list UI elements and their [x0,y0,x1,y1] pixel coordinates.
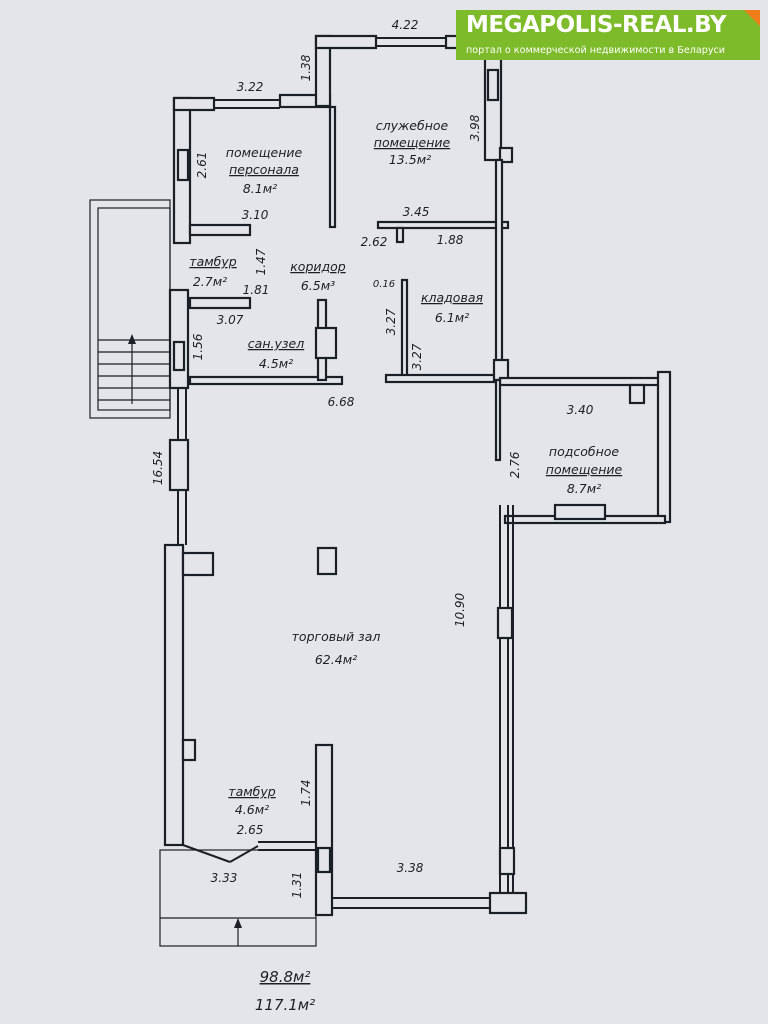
room-utility: подсобное помещение 8.7м² [546,444,623,496]
svg-text:1.56: 1.56 [191,333,205,360]
svg-text:16.54: 16.54 [151,451,165,485]
svg-text:подсобное: подсобное [549,444,620,459]
arrow-up-icon [128,334,136,344]
room-staff: помещение персонала 8.1м² [226,145,303,196]
svg-text:2.76: 2.76 [508,451,522,478]
svg-text:117.1м²: 117.1м² [255,996,315,1014]
svg-text:1.74: 1.74 [299,780,313,807]
svg-text:помещение: помещение [374,135,451,150]
room-vestibule-bottom: тамбур 4.6м² [228,784,275,817]
watermark-banner: MEGAPOLIS-REAL.BY портал о коммерческой … [456,10,760,60]
room-wc: сан.узел 4.5м² [248,336,304,371]
svg-text:коридор: коридор [290,259,346,274]
corner-fold-icon [744,10,760,26]
svg-text:1.88: 1.88 [437,233,464,247]
svg-text:3.40: 3.40 [567,403,594,417]
svg-text:2.61: 2.61 [195,152,209,179]
svg-text:3.22: 3.22 [237,80,264,94]
svg-text:13.5м²: 13.5м² [389,152,431,167]
watermark-subtitle: портал о коммерческой недвижимости в Бел… [466,45,726,56]
svg-text:3.33: 3.33 [211,871,238,885]
svg-text:6.1м²: 6.1м² [435,310,469,325]
svg-text:кладовая: кладовая [421,290,484,305]
svg-text:2.65: 2.65 [237,823,264,837]
room-storage: кладовая 6.1м² [421,290,484,325]
svg-text:3.98: 3.98 [468,114,482,141]
svg-text:6.5м³: 6.5м³ [301,278,335,293]
room-service: служебное помещение 13.5м² [374,118,451,167]
watermark-title: MEGAPOLIS-REAL.BY [466,12,727,38]
svg-text:3.27: 3.27 [410,343,424,370]
svg-text:8.1м²: 8.1м² [243,181,277,196]
svg-text:служебное: служебное [376,118,449,133]
staircase [89,199,171,419]
svg-text:1.47: 1.47 [254,248,268,275]
svg-text:помещение: помещение [546,462,623,477]
svg-text:62.4м²: 62.4м² [315,652,357,667]
dimension-labels: 4.22 1.38 3.22 3.98 2.61 3.10 3.45 2.62 … [151,18,594,898]
area-totals: 98.8м² 117.1м² [255,968,315,1014]
svg-text:6.68: 6.68 [328,395,355,409]
svg-text:4.5м²: 4.5м² [259,356,293,371]
svg-text:1.81: 1.81 [243,283,270,297]
svg-text:торговый зал: торговый зал [292,629,381,644]
svg-text:4.6м²: 4.6м² [235,802,269,817]
svg-text:сан.узел: сан.узел [248,336,304,351]
svg-text:10.90: 10.90 [453,592,467,627]
svg-text:1.31: 1.31 [290,872,304,899]
svg-text:персонала: персонала [229,162,299,177]
room-corridor: коридор 6.5м³ [290,259,346,293]
svg-text:3.10: 3.10 [242,208,269,222]
room-sales-hall: торговый зал 62.4м² [292,629,381,667]
svg-text:4.22: 4.22 [392,18,419,32]
svg-text:0.16: 0.16 [373,279,395,290]
svg-text:3.45: 3.45 [403,205,430,219]
svg-text:8.7м²: 8.7м² [567,481,601,496]
svg-text:тамбур: тамбур [189,254,236,269]
svg-text:тамбур: тамбур [228,784,275,799]
room-vestibule-top: тамбур 2.7м² [189,254,236,289]
svg-text:3.07: 3.07 [217,313,244,327]
svg-text:2.62: 2.62 [361,235,388,249]
svg-text:3.27: 3.27 [384,308,398,335]
svg-text:1.38: 1.38 [299,54,313,81]
svg-text:98.8м²: 98.8м² [260,968,311,986]
svg-text:помещение: помещение [226,145,303,160]
svg-text:2.7м²: 2.7м² [193,274,227,289]
svg-text:3.38: 3.38 [397,861,424,875]
